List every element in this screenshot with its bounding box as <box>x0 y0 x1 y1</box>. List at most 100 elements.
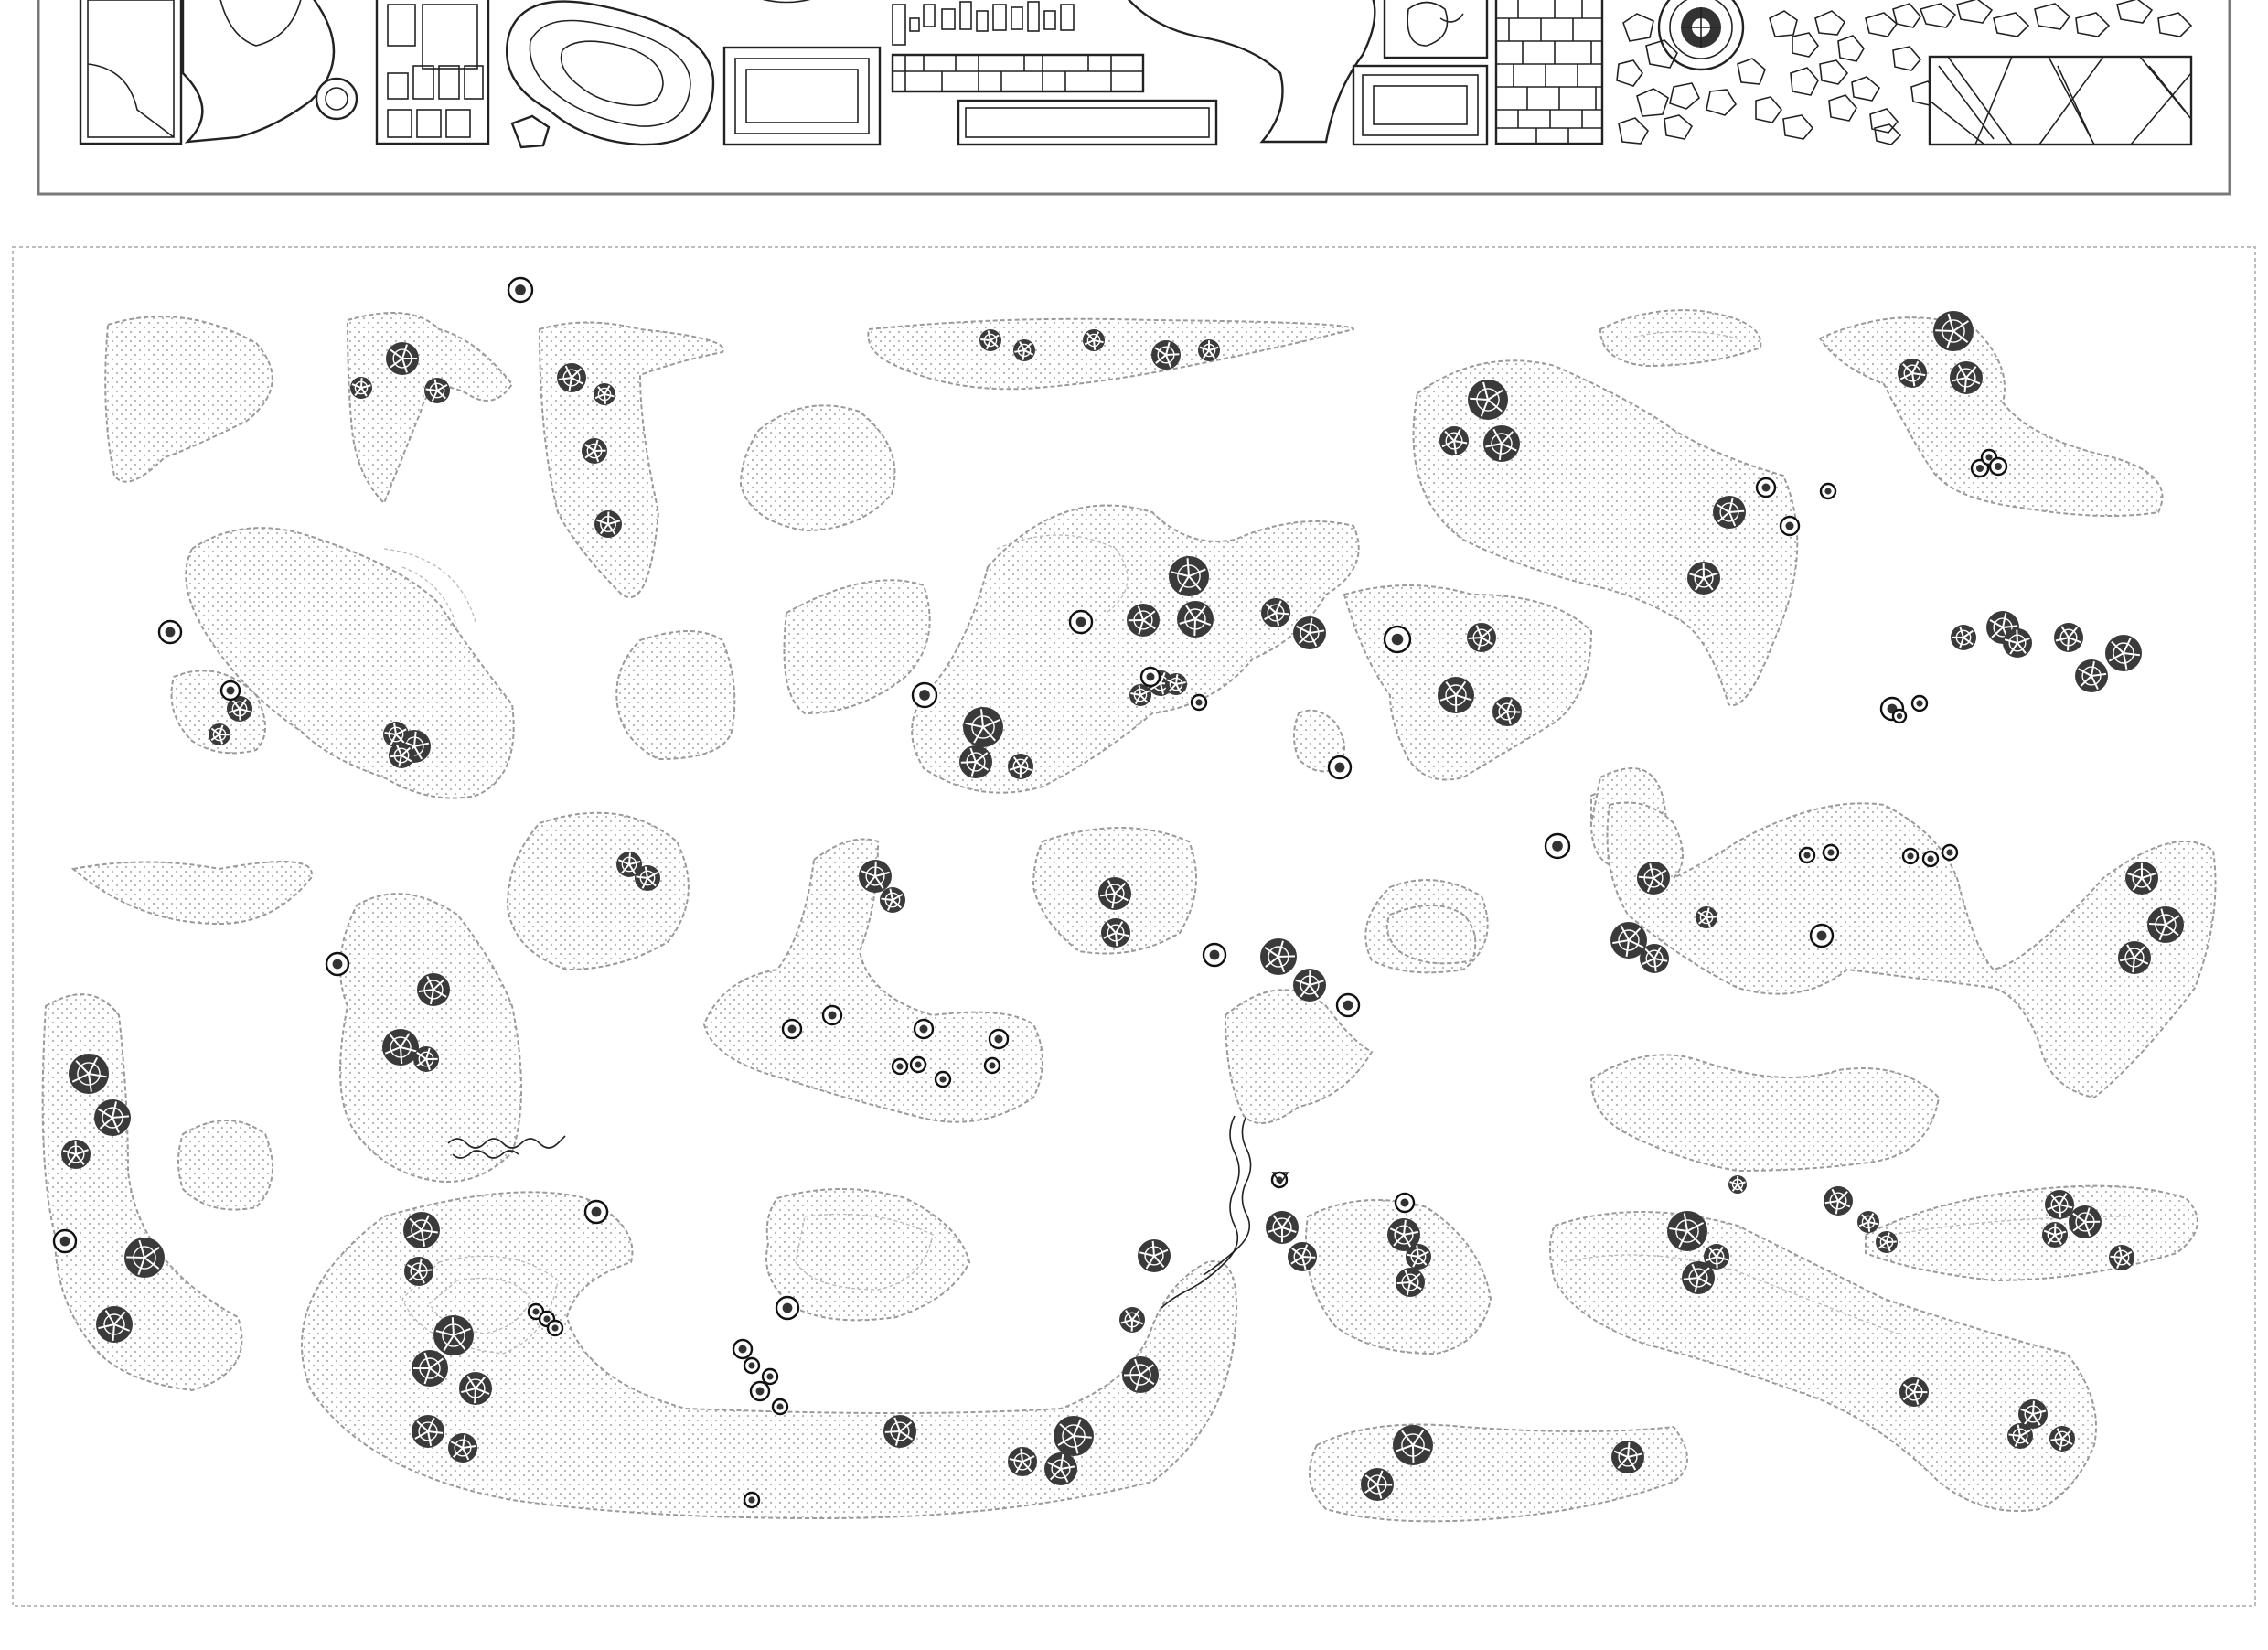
shrub-symbol-icon <box>1970 458 1990 478</box>
tree-symbol-icon <box>1008 1447 1037 1476</box>
tree-symbol-icon <box>1667 1211 1707 1251</box>
tree-symbol-icon <box>616 852 642 877</box>
planting-bed-icon <box>185 527 515 799</box>
planting-bed-icon <box>339 893 522 1183</box>
tree-symbol-icon <box>1151 340 1181 370</box>
tree-symbol-icon <box>2049 1426 2075 1452</box>
tree-symbol-icon <box>1876 1231 1898 1253</box>
shrub-symbol-icon <box>1327 755 1353 780</box>
tree-symbol-icon <box>2118 941 2151 974</box>
tree-symbol-icon <box>2045 1190 2074 1219</box>
tree-symbol-icon <box>209 723 230 745</box>
raised-bed-icon <box>722 0 882 146</box>
tree-symbol-icon <box>1101 918 1130 948</box>
shrub-symbol-icon <box>1139 666 1161 688</box>
tree-symbol-icon <box>61 1140 91 1169</box>
shrub-symbol-icon <box>1921 850 1940 868</box>
planting-bed-icon <box>1385 905 1477 965</box>
planting-bed-icon <box>765 1188 971 1322</box>
shrub-symbol-icon <box>891 1057 909 1076</box>
tree-symbol-icon <box>403 1212 440 1248</box>
tree-symbol-icon <box>2109 1245 2134 1270</box>
crazy-paving-icon <box>1352 0 1604 146</box>
tree-symbol-icon <box>979 329 1001 351</box>
shrub-symbol-icon <box>988 1028 1010 1050</box>
shrub-symbol-icon <box>1779 515 1801 537</box>
tree-symbol-icon <box>1950 361 1983 394</box>
tree-symbol-icon <box>1361 1468 1394 1501</box>
shrub-symbol-icon <box>1335 992 1361 1018</box>
shrub-symbol-icon <box>507 276 534 304</box>
tree-symbol-icon <box>350 377 372 399</box>
planting-bed-icon <box>911 504 1360 794</box>
shrub-symbol-icon <box>1941 843 1959 862</box>
tree-symbol-icon <box>1951 625 1976 650</box>
rectangular-paving-icon <box>375 0 490 145</box>
planting-beds <box>41 309 2217 1523</box>
shrub-symbol-icon <box>749 1380 771 1402</box>
tree-symbol-icon <box>1640 944 1669 973</box>
tree-symbol-icon <box>1393 1425 1433 1465</box>
tree-symbol-icon <box>1288 1242 1317 1271</box>
tree-symbol-icon <box>1396 1268 1425 1297</box>
tree-symbol-icon <box>1198 339 1220 361</box>
planting-bed-icon <box>346 312 514 505</box>
tree-symbol-icon <box>412 1415 444 1448</box>
tree-symbol-icon <box>389 743 414 768</box>
tree-symbol-icon <box>1611 1441 1644 1473</box>
tree-symbol-icon <box>1704 1244 1729 1270</box>
shrub-symbol-icon <box>1822 843 1840 862</box>
planting-bed-icon <box>104 316 273 483</box>
tree-symbol-icon <box>1177 601 1214 638</box>
tree-symbol-icon <box>2105 635 2142 671</box>
north-marker-icon <box>1271 1172 1289 1185</box>
tree-symbol-icon <box>1492 697 1522 726</box>
tree-symbol-icon <box>963 707 1003 747</box>
tree-symbol-icon <box>1122 1356 1159 1393</box>
stepping-stone-icon <box>1127 0 1376 144</box>
tree-symbol-icon <box>2003 628 2032 658</box>
tree-symbol-icon <box>1387 1218 1420 1251</box>
tree-symbol-icon <box>2147 906 2184 943</box>
tree-symbol-icon <box>2125 862 2158 895</box>
shrub-symbol-icon <box>1544 832 1571 860</box>
tree-symbol-icon <box>1637 862 1670 895</box>
tree-symbol-icon <box>1483 425 1520 462</box>
tree-symbol-icon <box>883 1415 916 1448</box>
tree-symbol-icon <box>1054 1416 1094 1456</box>
tree-symbol-icon <box>1728 1175 1747 1194</box>
tree-symbol-icon <box>1713 496 1746 529</box>
planting-bed-icon <box>1589 1054 1941 1173</box>
tree-symbol-icon <box>1439 426 1469 455</box>
tree-symbol-icon <box>2042 1222 2068 1248</box>
tree-symbol-icon <box>2018 1399 2048 1429</box>
tree-symbol-icon <box>413 1046 439 1072</box>
tree-symbol-icon <box>1682 1261 1715 1294</box>
tree-symbol-icon <box>2054 623 2083 652</box>
tree-symbol-icon <box>2075 659 2108 692</box>
tree-symbol-icon <box>1468 380 1508 420</box>
shrub-symbol-icon <box>913 1018 935 1040</box>
tree-symbol-icon <box>582 438 607 464</box>
planting-bed-icon <box>301 1191 1237 1520</box>
planting-bed-icon <box>702 838 1043 1123</box>
planting-bed-icon <box>867 317 1355 391</box>
tree-symbol-icon <box>386 342 419 375</box>
tree-symbol-icon <box>1013 339 1035 361</box>
shrub-symbol-icon <box>325 951 350 977</box>
tree-symbol-icon <box>557 363 586 392</box>
tree-symbol-icon <box>1008 754 1033 779</box>
tree-symbol-icon <box>1933 311 1974 351</box>
shrub-symbol-icon <box>771 1398 789 1416</box>
planting-bed-icon <box>538 321 724 599</box>
tree-symbol-icon <box>417 973 450 1006</box>
tree-symbol-icon <box>433 1315 474 1355</box>
tree-symbol-icon <box>448 1433 477 1462</box>
shrub-symbol-icon <box>1988 456 2008 477</box>
shrub-symbol-icon <box>743 1356 761 1375</box>
tree-symbol-icon <box>1824 1186 1853 1216</box>
planter-outline-icon <box>79 0 183 145</box>
planting-bed-icon <box>1599 309 1762 368</box>
shrub-symbol-icon <box>983 1056 1001 1075</box>
